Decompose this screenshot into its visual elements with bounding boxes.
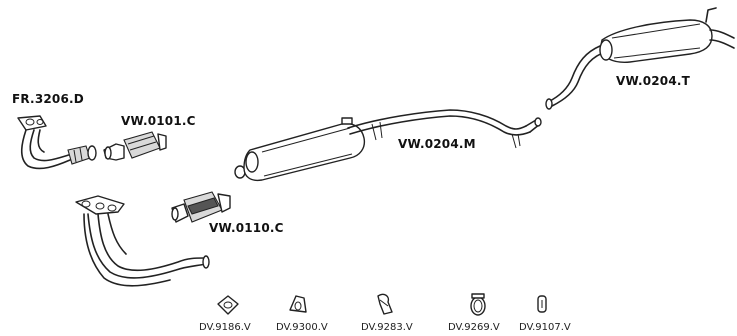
gasket-icon <box>217 295 239 315</box>
front-pipe-part <box>17 115 97 170</box>
catalyst-2-label: VW.0110.C <box>209 221 284 235</box>
mounting-bracket-icon <box>377 293 393 315</box>
down-pipe-part <box>75 195 210 287</box>
front-pipe-label: FR.3206.D <box>12 92 84 106</box>
accessory-label-3: DV.9283.V <box>361 322 413 333</box>
pipe-clamp-icon <box>470 293 486 316</box>
rubber-hanger-icon <box>537 295 547 313</box>
middle-muffler-part <box>234 109 542 182</box>
accessory-label-2: DV.9300.V <box>276 322 328 333</box>
accessory-label-4: DV.9269.V <box>448 322 500 333</box>
accessory-label-1: DV.9186.V <box>199 322 251 333</box>
catalyst-2-part <box>171 191 231 223</box>
accessory-label-5: DV.9107.V <box>519 322 571 333</box>
ring-gasket-icon <box>289 295 307 313</box>
middle-muffler-label: VW.0204.M <box>398 137 476 151</box>
catalyst-1-label: VW.0101.C <box>121 114 196 128</box>
catalyst-1-part <box>103 131 167 161</box>
rear-muffler-part <box>545 7 735 110</box>
rear-muffler-label: VW.0204.T <box>616 74 691 88</box>
